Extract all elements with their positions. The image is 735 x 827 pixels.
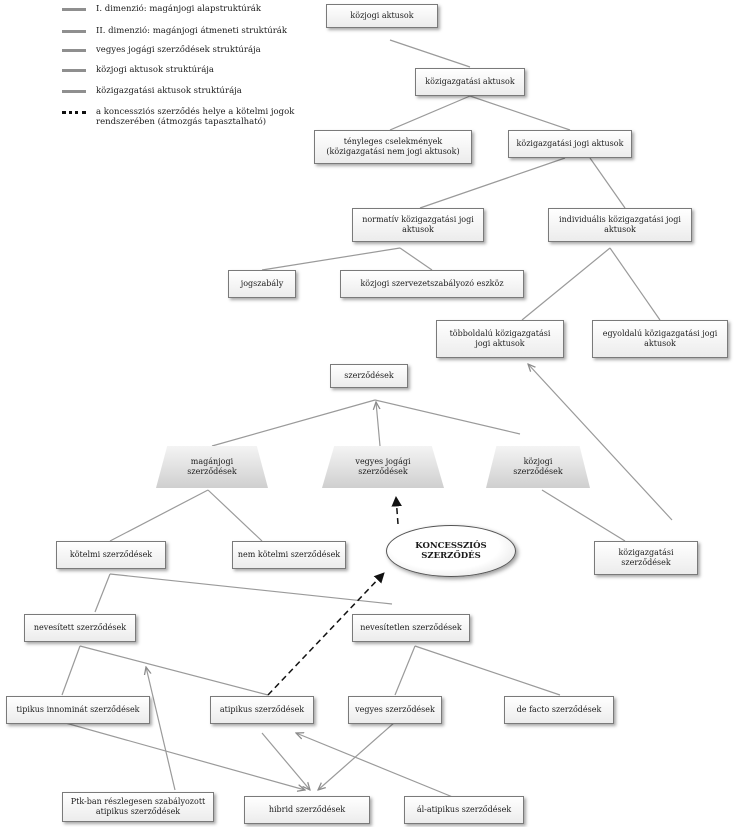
- node-tobboldalu: többoldalú közigazgatási jogi aktusok: [436, 320, 564, 358]
- edge-kozig-tenyleges: [389, 95, 471, 131]
- node-ptk-ban: Ptk-ban részlegesen szabályozott atipiku…: [62, 792, 214, 822]
- legend-swatch: [62, 30, 86, 33]
- edge-nevesitetlen-defacto: [414, 645, 561, 696]
- trapezoid-shape: [486, 446, 590, 488]
- edge-szerzodesek-kozjogi: [374, 399, 521, 435]
- legend: I. dimenzió: magánjogi alapstruktúrák II…: [0, 0, 300, 140]
- edge-tipikus-hibrid: [61, 721, 305, 790]
- edge-maganjogi-kotelmi: [109, 489, 209, 542]
- legend-swatch: [62, 90, 86, 93]
- node-maganjogi: magánjogi szerződések: [156, 446, 268, 488]
- node-kotelmi: kötelmi szerződések: [56, 541, 166, 569]
- legend-label: II. dimenzió: magánjogi átmeneti struktú…: [96, 26, 288, 36]
- edge-jogi-individualis: [589, 157, 626, 209]
- legend-swatch: [62, 111, 86, 114]
- node-kozigazgatasi-aktusok: közigazgatási aktusok: [415, 68, 525, 96]
- node-hibrid: hibrid szerződések: [244, 796, 370, 824]
- edge-individualis-egyoldalu: [609, 247, 661, 321]
- edge-kozjogi-kozigazgatasi: [389, 39, 471, 68]
- trapezoid-shape: [156, 446, 268, 488]
- node-kozigazgatasi-jogi-aktusok: közigazgatási jogi aktusok: [508, 130, 632, 158]
- edge-atipikus-hibrid: [261, 732, 310, 790]
- node-al-atipikus: ál-atipikus szerződések: [404, 796, 524, 824]
- node-vegyes: vegyes szerződések: [348, 696, 442, 724]
- edge-normativ-kozjogiszerv: [399, 247, 433, 271]
- node-nem-kotelmi: nem kötelmi szerződések: [232, 541, 346, 569]
- node-label: közjogi szerződések: [513, 457, 563, 476]
- edge-vegyes-hibrid: [318, 721, 396, 790]
- legend-label: közjogi aktusok struktúrája: [96, 65, 214, 75]
- edge-nevesitett-atipikus: [79, 645, 269, 696]
- node-de-facto: de facto szerződések: [504, 696, 614, 724]
- node-tipikus-innominat: tipikus innominát szerződések: [6, 696, 150, 724]
- edge-kozigszerz-tobboldalu-arrow: [528, 364, 673, 521]
- edge-kotelmi-nevesitetlen: [94, 573, 111, 613]
- node-normativ: normatív közigazgatási jogi aktusok: [352, 208, 484, 242]
- edge-kotelmi-nevesitett: [109, 573, 393, 605]
- node-atipikus: atipikus szerződések: [210, 696, 314, 724]
- node-vegyes-jogagi: vegyes jogági szerződések: [322, 446, 444, 488]
- node-kozjogi-szerzodesek: közjogi szerződések: [486, 446, 590, 488]
- edge-kozjogi-kozigszerz: [541, 489, 626, 542]
- edge-kozig-jogi: [469, 95, 571, 131]
- trapezoid-shape: [322, 446, 444, 488]
- edge-nevesitett-tipikus: [61, 645, 81, 696]
- legend-swatch: [62, 69, 86, 72]
- edge-normativ-jogszabaly: [261, 247, 401, 271]
- edge-vegyes-szerzodesek-arrow: [376, 402, 381, 447]
- legend-swatch: [62, 49, 86, 52]
- node-nevesitetlen: nevesítetlen szerződések: [352, 614, 470, 642]
- edge-koncesszios-vegyes-dashed: [391, 495, 402, 525]
- node-kozjogi-aktusok: közjogi aktusok: [326, 4, 438, 28]
- node-kozigazgatasi-szerzodesek: közigazgatási szerződések: [594, 541, 698, 575]
- node-label: magánjogi szerződések: [187, 457, 237, 476]
- edge-nevesitetlen-vegyes: [394, 645, 416, 696]
- node-tenyleges-cselekmenyek: tényleges cselekmények (közigazgatási ne…: [314, 130, 472, 164]
- node-kozjogi-szervezetszabalyozo: közjogi szervezetszabályozó eszköz: [340, 270, 524, 298]
- edge-alatipikus-atipikus: [296, 733, 461, 801]
- edge-atipikus-koncesszios-dashed: [267, 572, 385, 696]
- node-koncesszios: KONCESSZIÓS SZERZŐDÉS: [386, 525, 516, 577]
- node-jogszabaly: jogszabály: [228, 270, 296, 298]
- edge-maganjogi-nemkotelmi: [207, 489, 263, 542]
- node-egyoldalu: egyoldalú közigazgatási jogi aktusok: [592, 320, 728, 358]
- edge-ptk-tipikus: [146, 667, 176, 791]
- legend-swatch: [62, 8, 86, 11]
- node-individualis: individuális közigazgatási jogi aktusok: [548, 208, 692, 242]
- legend-label: I. dimenzió: magánjogi alapstruktúrák: [96, 4, 262, 14]
- edge-individualis-tobboldalu: [521, 247, 611, 321]
- node-szerzodesek: szerződések: [330, 364, 408, 388]
- legend-label: vegyes jogági szerződések struktúrája: [96, 45, 261, 55]
- node-nevesitett: nevesített szerződések: [24, 614, 136, 642]
- legend-label: közigazgatási aktusok struktúrája: [96, 86, 242, 96]
- edge-szerzodesek-maganjogi: [211, 399, 376, 447]
- node-label: vegyes jogági szerződések: [355, 457, 411, 476]
- edge-jogi-normativ: [419, 157, 566, 209]
- legend-label: a koncessziós szerződés helye a kötelmi …: [96, 107, 295, 127]
